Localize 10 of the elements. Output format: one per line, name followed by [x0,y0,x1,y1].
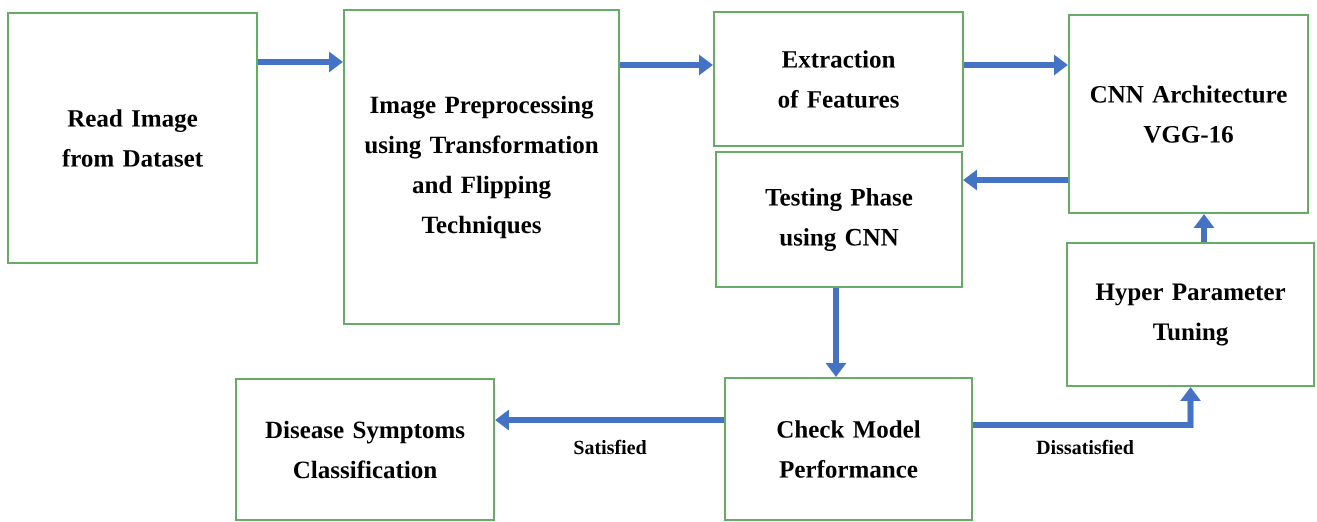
process-box: Read Image from Dataset [7,12,258,264]
process-box: CNN Architecture VGG-16 [1068,14,1309,214]
process-box: Hyper Parameter Tuning [1066,242,1315,387]
process-box: Disease Symptoms Classification [235,378,495,521]
process-box: Check Model Performance [724,377,973,521]
process-box: Extraction of Features [713,11,964,147]
edge-label: Satisfied [572,438,648,456]
edge-label: Dissatisfied [1035,438,1135,456]
process-box: Testing Phase using CNN [715,151,963,288]
process-box: Image Preprocessing using Transformation and Flipping Techniques [343,9,620,325]
